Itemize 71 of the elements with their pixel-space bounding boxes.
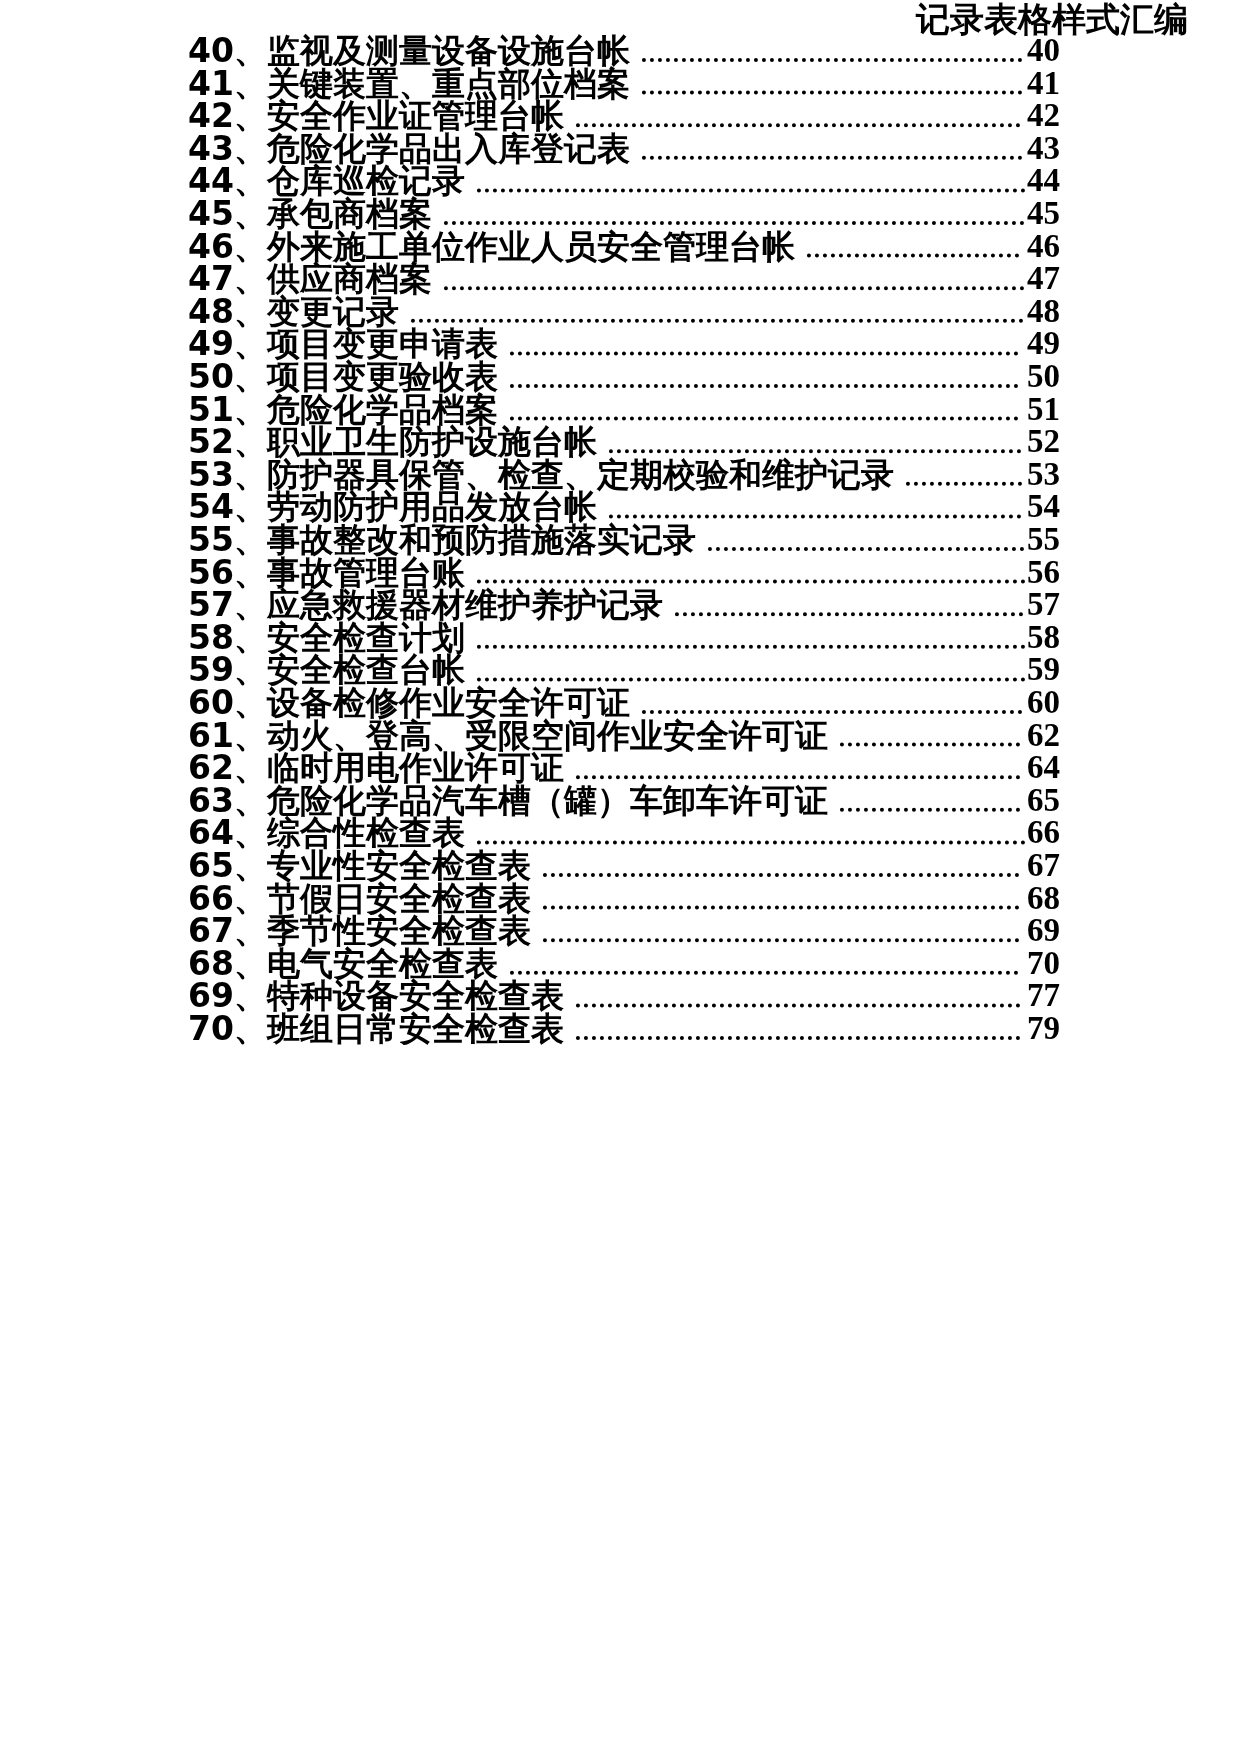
page-number: 68 <box>1027 881 1060 915</box>
toc-entry: 41、关键装置、重点部位档案 <box>188 66 630 100</box>
page-number: 51 <box>1027 392 1060 426</box>
page-number: 45 <box>1027 197 1060 230</box>
toc-entry: 55、事故整改和预防措施落实记录 <box>188 523 696 556</box>
dot-leader <box>410 318 1025 323</box>
page-number: 52 <box>1027 425 1060 459</box>
running-header: 记录表格样式汇编 <box>916 0 1188 38</box>
page-number: 59 <box>1027 653 1060 687</box>
page-number: 48 <box>1027 294 1060 328</box>
page-number: 79 <box>1027 1012 1060 1045</box>
toc-entry: 63、危险化学品汽车槽（罐）车卸车许可证 <box>188 783 828 817</box>
toc-entry: 69、特种设备安全检查表 <box>188 979 564 1013</box>
toc-entry: 59、安全检查台帐 <box>188 653 465 687</box>
dot-leader <box>443 286 1025 291</box>
toc-entry: 42、安全作业证管理台帐 <box>188 99 564 133</box>
page-number: 54 <box>1027 490 1060 524</box>
page-number: 66 <box>1027 816 1060 850</box>
toc-entry: 45、承包商档案 <box>188 197 432 230</box>
dot-leader <box>905 481 1025 486</box>
toc-entry: 51、危险化学品档案 <box>188 392 498 426</box>
page-number: 65 <box>1027 783 1060 817</box>
toc-entry: 50、项目变更验收表 <box>188 360 498 393</box>
toc-entry: 62、临时用电作业许可证 <box>188 751 564 785</box>
page-number: 58 <box>1027 620 1060 654</box>
toc-entry: 46、外来施工单位作业人员安全管理台帐 <box>188 229 795 263</box>
toc-entry: 67、季节性安全检查表 <box>188 914 531 948</box>
page-number: 46 <box>1027 229 1060 263</box>
dot-leader <box>443 221 1025 225</box>
page-number: 44 <box>1027 164 1060 198</box>
dot-leader <box>641 155 1025 160</box>
page-number: 41 <box>1027 66 1060 100</box>
toc-entry: 70、班组日常安全检查表 <box>188 1012 564 1045</box>
dot-leader <box>476 840 1025 845</box>
page-number: 56 <box>1027 555 1060 589</box>
dot-leader <box>476 579 1025 584</box>
toc-entry: 43、危险化学品出入库登记表 <box>188 131 630 165</box>
dot-leader <box>641 90 1025 95</box>
dot-leader <box>476 644 1025 649</box>
page-number: 77 <box>1027 979 1060 1013</box>
toc-entry: 47、供应商档案 <box>188 262 432 296</box>
toc-entry: 65、专业性安全检查表 <box>188 849 531 882</box>
page-number: 49 <box>1027 327 1060 361</box>
toc-entry: 54、劳动防护用品发放台帐 <box>188 490 597 524</box>
toc-entry: 49、项目变更申请表 <box>188 327 498 361</box>
page-number: 69 <box>1027 914 1060 948</box>
page-number: 50 <box>1027 360 1060 393</box>
dot-leader <box>641 58 1025 62</box>
toc-entry: 40、监视及测量设备设施台帐 <box>188 34 630 67</box>
page-number: 67 <box>1027 849 1060 882</box>
page-number: 55 <box>1027 523 1060 556</box>
toc-entry: 61、动火、登高、受限空间作业安全许可证 <box>188 718 828 752</box>
dot-leader <box>707 547 1025 551</box>
page-number: 62 <box>1027 718 1060 752</box>
toc-entry: 68、电气安全检查表 <box>188 946 498 980</box>
dot-leader <box>476 677 1025 682</box>
toc-entry: 60、设备检修作业安全许可证 <box>188 686 630 719</box>
toc-entry: 48、变更记录 <box>188 294 399 328</box>
page-number: 64 <box>1027 751 1060 785</box>
page-number: 70 <box>1027 946 1060 980</box>
toc-entry: 66、节假日安全检查表 <box>188 881 531 915</box>
page-number: 42 <box>1027 99 1060 133</box>
dot-leader <box>641 710 1025 714</box>
page-number: 57 <box>1027 588 1060 622</box>
dot-leader <box>674 612 1025 617</box>
page-number: 60 <box>1027 686 1060 719</box>
dot-leader <box>476 188 1025 193</box>
toc-entry: 58、安全检查计划 <box>188 620 465 654</box>
page-number: 43 <box>1027 131 1060 165</box>
page-number: 53 <box>1027 457 1060 491</box>
page-number: 47 <box>1027 262 1060 296</box>
